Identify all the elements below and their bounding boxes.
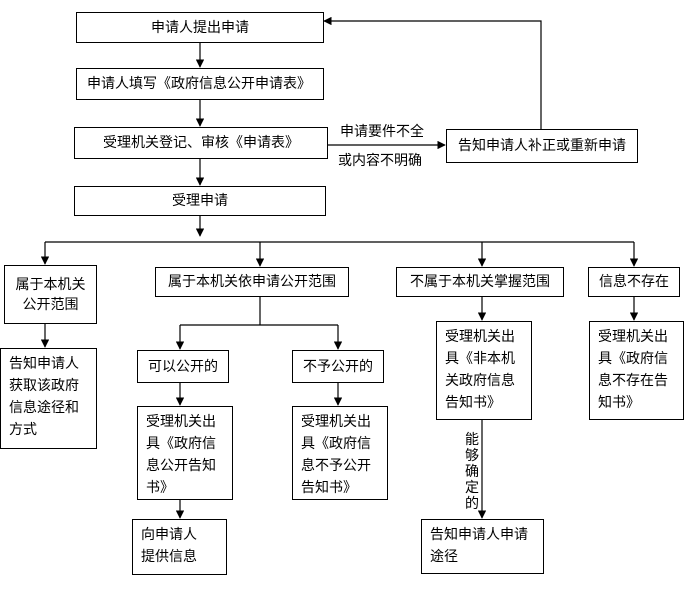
node-notice-not-exist: 受理机关出 具《政府信 息不存在告 知书》 xyxy=(589,321,684,420)
node-notify-correct: 告知申请人补正或重新申请 xyxy=(446,129,638,163)
node-cat-public-label: 属于本机关 公开范围 xyxy=(15,276,86,313)
node-accept: 受理申请 xyxy=(74,186,326,216)
node-notify-route-label: 告知申请人申请 途径 xyxy=(430,527,528,565)
edge-label-incomplete-2: 或内容不明确 xyxy=(338,153,422,169)
node-fill-form: 申请人填写《政府信息公开申请表》 xyxy=(76,68,324,100)
node-accept-label: 受理申请 xyxy=(172,193,228,209)
node-register: 受理机关登记、审核《申请表》 xyxy=(74,127,328,159)
node-notify-route: 告知申请人申请 途径 xyxy=(421,519,544,574)
node-cat-not-ours-label: 不属于本机关掌握范围 xyxy=(410,274,550,290)
node-notify-channel-label: 告知申请人 获取该政府 信息途径和 方式 xyxy=(9,356,79,438)
node-register-label: 受理机关登记、审核《申请表》 xyxy=(103,135,299,151)
node-notice-disclose-label: 受理机关出 具《政府信 息公开告知 书》 xyxy=(146,414,216,496)
node-cat-by-request-label: 属于本机关依申请公开范围 xyxy=(168,274,336,290)
node-notice-not-ours: 受理机关出 具《非本机 关政府信息 告知书》 xyxy=(436,321,532,420)
node-notice-disclose: 受理机关出 具《政府信 息公开告知 书》 xyxy=(137,406,233,500)
node-notice-no-disclose-label: 受理机关出 具《政府信 息不予公开 告知书》 xyxy=(301,414,371,496)
node-provide-info: 向申请人 提供信息 xyxy=(132,519,227,575)
node-notify-correct-label: 告知申请人补正或重新申请 xyxy=(458,138,626,154)
node-can-disclose: 可以公开的 xyxy=(137,350,229,383)
node-notice-not-ours-label: 受理机关出 具《非本机 关政府信息 告知书》 xyxy=(445,329,515,411)
node-cat-not-exist-label: 信息不存在 xyxy=(599,274,669,290)
node-cat-public: 属于本机关 公开范围 xyxy=(4,265,97,324)
arrow-notify-back-to-apply xyxy=(323,16,542,129)
node-no-disclose: 不予公开的 xyxy=(292,350,384,383)
node-cat-not-ours: 不属于本机关掌握范围 xyxy=(396,267,564,297)
node-cat-by-request: 属于本机关依申请公开范围 xyxy=(155,267,349,297)
node-cat-not-exist: 信息不存在 xyxy=(588,267,680,297)
node-apply: 申请人提出申请 xyxy=(76,12,324,43)
node-can-disclose-label: 可以公开的 xyxy=(148,358,218,375)
node-apply-label: 申请人提出申请 xyxy=(151,19,249,36)
node-notice-not-exist-label: 受理机关出 具《政府信 息不存在告 知书》 xyxy=(598,329,668,411)
edge-label-incomplete-1: 申请要件不全 xyxy=(340,124,424,140)
node-fill-form-label: 申请人填写《政府信息公开申请表》 xyxy=(87,76,311,92)
node-notify-channel: 告知申请人 获取该政府 信息途径和 方式 xyxy=(0,348,97,449)
edge-label-can-determine: 能够确定的 xyxy=(465,432,479,512)
node-notice-no-disclose: 受理机关出 具《政府信 息不予公开 告知书》 xyxy=(292,406,388,500)
node-provide-info-label: 向申请人 提供信息 xyxy=(141,527,197,565)
node-no-disclose-label: 不予公开的 xyxy=(303,358,373,375)
